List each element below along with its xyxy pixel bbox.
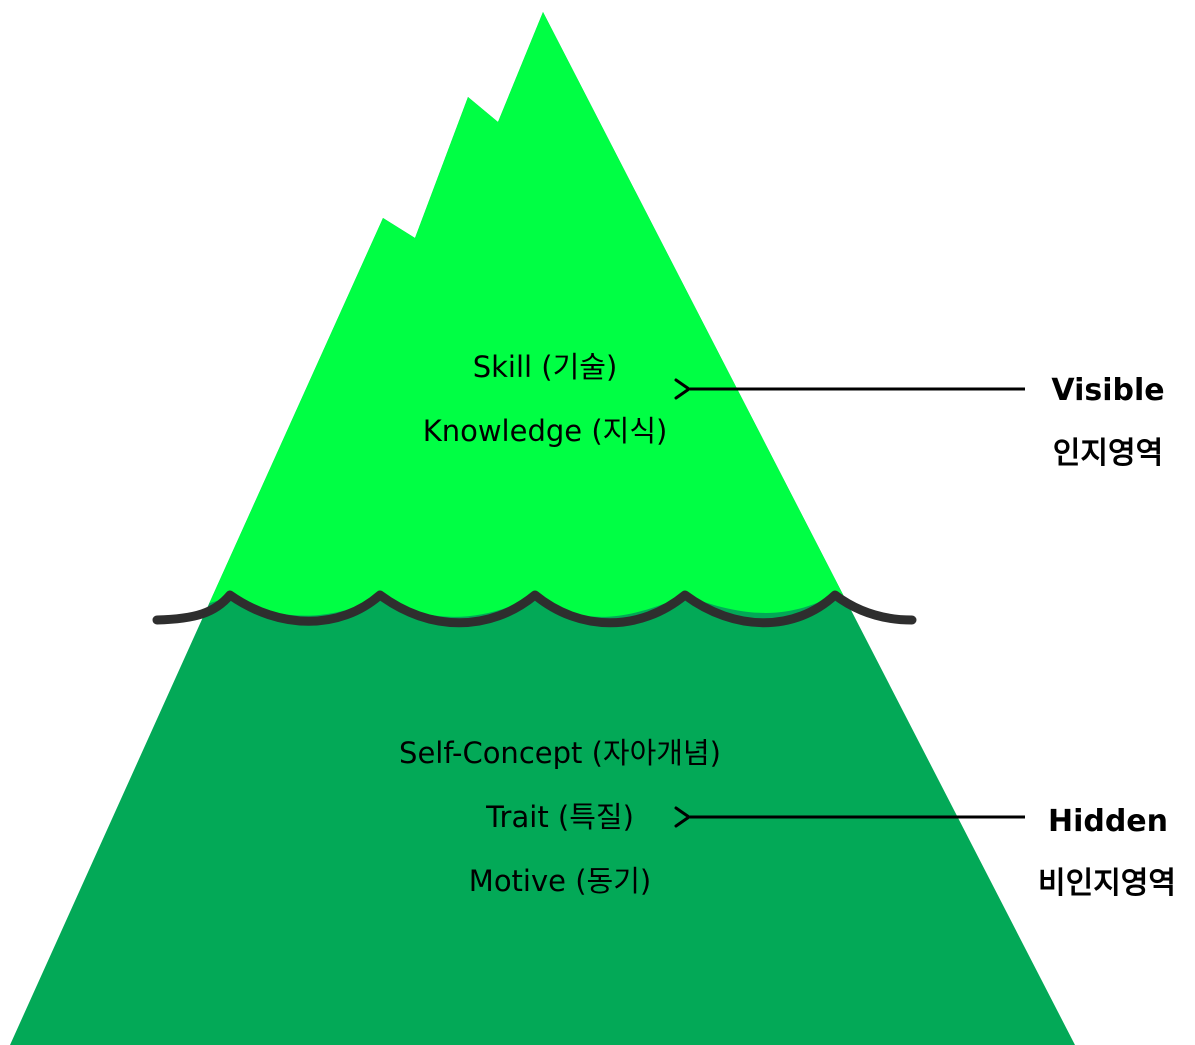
visible-iceberg-body [10, 12, 1075, 617]
visible-item-knowledge: Knowledge (지식) [423, 414, 668, 448]
hidden-item-trait: Trait (특질) [485, 800, 634, 834]
hidden-item-motive: Motive (동기) [469, 864, 651, 898]
visible-item-skill: Skill (기술) [473, 350, 618, 384]
hidden-item-self-concept: Self-Concept (자아개념) [399, 736, 721, 770]
hidden-label: Hidden [1048, 804, 1168, 839]
visible-label: Visible [1051, 373, 1164, 408]
hidden-sublabel: 비인지영역 [1038, 866, 1176, 901]
visible-sublabel: 인지영역 [1053, 436, 1163, 471]
waterline [152, 590, 917, 628]
